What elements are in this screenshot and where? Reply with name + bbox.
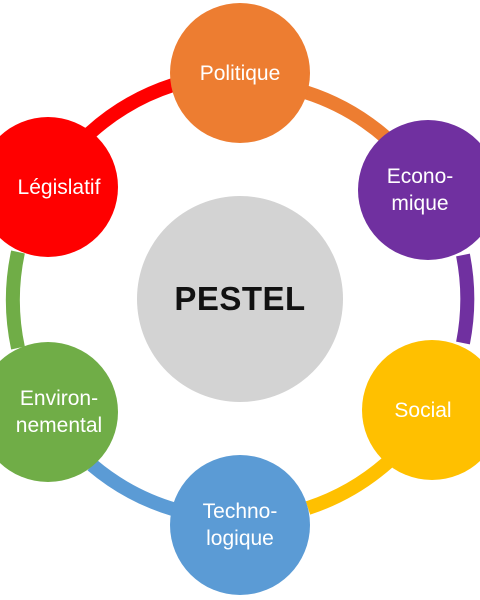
node-economique-label-line2: mique xyxy=(391,192,449,215)
node-environnemental-label-line2: nemental xyxy=(15,414,103,437)
arc-social-technologique xyxy=(305,456,393,515)
node-technologique: Techno- logique xyxy=(170,455,310,595)
node-economique: Econo- mique xyxy=(358,120,480,260)
node-legislatif: Législatif xyxy=(0,117,118,257)
node-economique-label-line1: Econo- xyxy=(386,165,454,188)
arc-legislatif-politique xyxy=(85,78,176,139)
node-legislatif-label: Législatif xyxy=(17,175,101,199)
node-social: Social xyxy=(362,340,480,480)
node-politique-label: Politique xyxy=(199,61,281,85)
node-environnemental-label-line1: Environ- xyxy=(19,387,99,410)
arc-environnemental-legislatif xyxy=(5,250,25,350)
node-social-label: Social xyxy=(394,398,452,422)
center-circle: PESTEL xyxy=(137,196,343,402)
arc-economique-social xyxy=(456,253,475,345)
arc-technologique-environnemental xyxy=(87,459,179,517)
node-technologique-label-line1: Techno- xyxy=(202,500,278,523)
node-environnemental: Environ- nemental xyxy=(0,342,118,482)
node-technologique-label-line2: logique xyxy=(206,527,274,550)
node-politique: Politique xyxy=(170,3,310,143)
center-label: PESTEL xyxy=(174,280,306,317)
arc-politique-economique xyxy=(302,85,398,150)
